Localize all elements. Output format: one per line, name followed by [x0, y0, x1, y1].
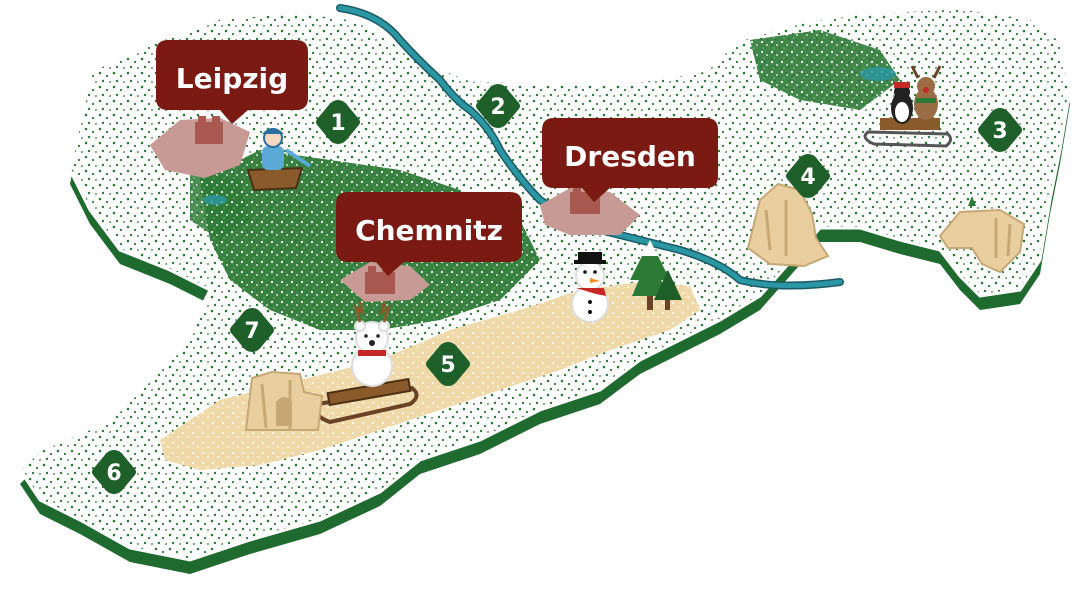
lake-west [203, 195, 227, 205]
map-marker-3[interactable]: 3 [978, 108, 1022, 152]
marker-diamond [786, 154, 830, 198]
marker-label: 1 [330, 111, 345, 136]
lake-northeast [860, 67, 896, 81]
marker-label: 4 [800, 165, 815, 190]
marker-diamond [426, 342, 470, 386]
marker-diamond [978, 108, 1022, 152]
map-marker-6[interactable]: 6 [92, 450, 136, 494]
castle-ruin-icon [244, 370, 324, 431]
penguin-reindeer-sled-icon [863, 65, 953, 148]
forest-area-northeast [750, 30, 900, 110]
city-label-dresden[interactable]: Dresden [542, 118, 718, 202]
city-area-leipzig [150, 116, 250, 178]
city-label-text: Chemnitz [355, 214, 503, 247]
map-marker-4[interactable]: 4 [786, 154, 830, 198]
city-label-text: Dresden [564, 140, 696, 173]
marker-label: 3 [992, 119, 1007, 144]
city-label-chemnitz[interactable]: Chemnitz [336, 192, 522, 276]
map-marker-2[interactable]: 2 [476, 84, 520, 128]
marker-diamond [316, 100, 360, 144]
marker-label: 6 [106, 461, 121, 486]
map-marker-1[interactable]: 1 [316, 100, 360, 144]
city-label-leipzig[interactable]: Leipzig [156, 40, 308, 124]
marker-diamond [476, 84, 520, 128]
snowman-icon [571, 252, 609, 323]
city-label-text: Leipzig [176, 62, 288, 95]
marker-label: 5 [440, 353, 455, 378]
polar-bear-sled-icon [314, 301, 419, 425]
markers-layer: 1 2 3 4 5 6 7 [92, 84, 1022, 494]
forest-area-west [190, 170, 250, 240]
marker-diamond [92, 450, 136, 494]
rock-formation-icon [746, 182, 830, 268]
marker-diamond [230, 308, 274, 352]
city-area-chemnitz [340, 262, 430, 302]
marker-label: 2 [490, 95, 505, 120]
map-marker-5[interactable]: 5 [426, 342, 470, 386]
pine-tree-icon [630, 240, 682, 310]
marker-label: 7 [244, 319, 259, 344]
map-marker-7[interactable]: 7 [230, 308, 274, 352]
rock-formation-icon [938, 196, 1026, 274]
boat-figure-icon [246, 128, 312, 192]
river-elbe-inner [337, 5, 843, 289]
